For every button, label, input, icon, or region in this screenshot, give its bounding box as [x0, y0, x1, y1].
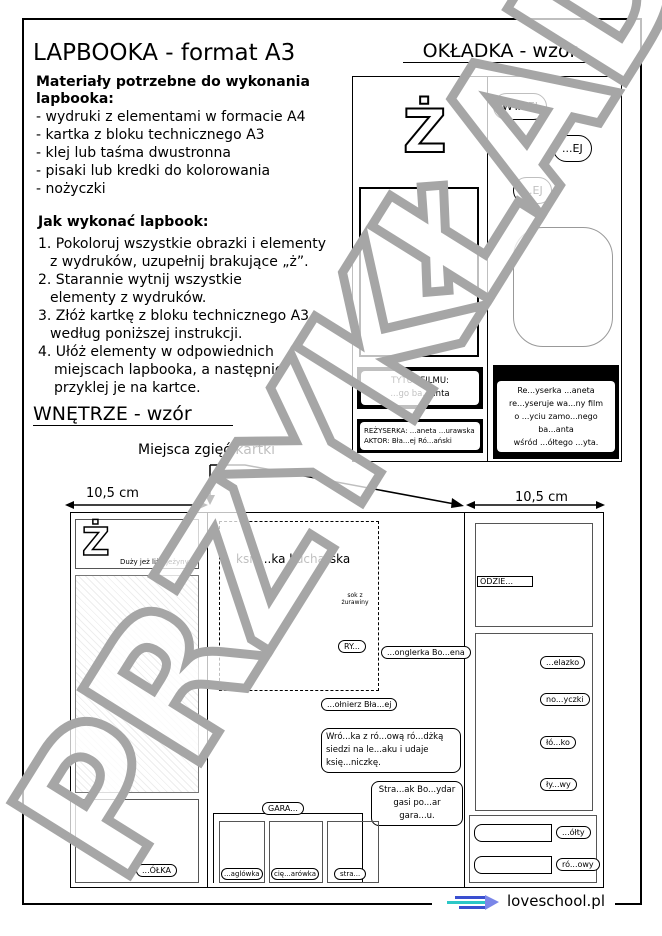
label-pill: łó...ko [540, 736, 576, 749]
step: z wydruków, uzupełnij brakujące „ż”. [50, 254, 309, 270]
label-pill: ...ÓŁKA [136, 864, 177, 877]
step: przyklej je na kartce. [54, 380, 201, 396]
label-pill: ...onglerka Bo...ena [381, 646, 471, 659]
household-items: ...elazko no...yczki łó...ko ły...wy [475, 633, 593, 811]
bottle-label: sok z żurawiny [341, 592, 369, 606]
credit: AKTOR: Bła...ej Ró...ański [364, 437, 452, 445]
loveschool-logo-icon [447, 895, 499, 910]
step: 1. Pokoloruj wszystkie obrazki i element… [38, 236, 327, 252]
material-item: - kartka z bloku technicznego A3 [36, 127, 265, 143]
garage: GARA... [213, 802, 363, 883]
materials-heading: Materiały potrzebne do wykonania lapbook… [36, 74, 310, 107]
step: według poniższej instrukcji. [50, 326, 243, 342]
crayons: ...ółty ró...owy [469, 815, 600, 883]
letter-z-dot: Ż [81, 519, 110, 565]
label-pill: cię...arówka [271, 868, 320, 880]
fold-arrows [65, 464, 605, 509]
speech-bubble: Stra...ak Bo...ydar gasi po...ar gara...… [371, 781, 463, 826]
cookbook-title: ksią...ka kucharska [236, 552, 351, 566]
film-title-box: TYTUŁ FILMU: ...go ba...anta [357, 367, 483, 409]
label-pill: ...elazko [540, 656, 586, 669]
cover-heading: OKŁADKA - wzór [403, 40, 597, 63]
material-item: - pisaki lub kredki do kolorowania [36, 163, 271, 179]
vehicle-card: ...aglówka [219, 821, 265, 883]
picture-grid [75, 575, 199, 793]
howto-heading: Jak wykonać lapbook: [38, 214, 209, 230]
brand-name: loveschool.pl [507, 892, 608, 910]
fold-label: Miejsca zgięć kartki [138, 442, 276, 458]
label-pill: ...ołnierz Bła...ej [321, 698, 398, 711]
step: 4. Ułóż elementy w odpowiednich [38, 344, 274, 360]
film-line: o ...yciu zamo...nego ba...anta [514, 412, 598, 434]
vehicle-card: cię...arówka [269, 821, 323, 883]
wardrobe-label: ODZIE... [477, 576, 533, 587]
label-pill: ...ółty [556, 826, 591, 839]
width-right: 10,5 cm [515, 490, 568, 505]
label-pill: ró...owy [556, 858, 600, 871]
label-pill: no...yczki [540, 693, 590, 706]
bag-label: RY... [338, 640, 366, 653]
label-pill: stra... [334, 868, 367, 880]
pheasant-illustration [359, 187, 479, 357]
howto-section: Jak wykonać lapbook: 1. Pokoloruj wszyst… [38, 214, 358, 397]
label: TYTUŁ FILMU: [391, 376, 449, 386]
label-pill: ...aglówka [221, 868, 263, 880]
step: elementy z wydruków. [50, 290, 207, 306]
film-strip: Re...yserka ...aneta re...yseruje wa...n… [493, 365, 619, 459]
step: miejscach lapbooka, a następnie [54, 362, 284, 378]
speech-bubble: WY...EJ [493, 93, 548, 120]
value: ...go ba...anta [390, 389, 450, 399]
speech-bubble: ...EJ [513, 177, 552, 204]
interior-layout: Ż Duży jeż liże jeżyny ...ÓŁKA ksią...ka… [70, 512, 604, 888]
credit: REŻYSERKA: ...aneta ...urawska [364, 427, 475, 435]
step: 3. Złóż kartkę z bloku technicznego A3 [38, 308, 310, 324]
material-item: - klej lub taśma dwustronna [36, 145, 231, 161]
garage-label: GARA... [262, 802, 304, 815]
materials-section: Materiały potrzebne do wykonania lapbook… [36, 74, 316, 198]
wardrobe: ODZIE... [475, 523, 593, 627]
label-pill: ły...wy [540, 778, 577, 791]
vehicle-card: stra... [327, 821, 379, 883]
step: 2. Starannie wytnij wszystkie [38, 272, 242, 288]
speech-bubble: Wró...ka z ró...ową ró...dżką siedzi na … [321, 728, 461, 773]
film-line: wśród ...ółtego ...yta. [513, 438, 599, 447]
width-left: 10,5 cm [86, 486, 139, 501]
speech-bubble: ...EJ [553, 135, 592, 162]
page-title: LAPBOOKA - format A3 [33, 40, 296, 66]
interior-heading: WNĘTRZE - wzór [33, 403, 233, 426]
frame-line [22, 903, 432, 905]
bird-card: ...ÓŁKA [75, 799, 199, 883]
cover-preview: Ż WY...EJ ...EJ ...EJ TYTUŁ FILMU: ...go … [352, 76, 622, 462]
caption: Duży jeż liże jeżyny [120, 558, 189, 566]
film-line: Re...yserka ...aneta [517, 386, 595, 395]
film-line: re...yseruje wa...ny film [508, 399, 603, 408]
frame-line [615, 903, 642, 905]
director-bird-illustration [513, 227, 613, 347]
cookbook-card: ksią...ka kucharska sok z żurawiny RY... [219, 521, 379, 691]
material-item: - wydruki z elementami w formacie A4 [36, 109, 306, 125]
material-item: - nożyczki [36, 181, 106, 197]
page-frame [22, 18, 642, 903]
hedgehog-card: Ż Duży jeż liże jeżyny [75, 519, 199, 569]
letter-z-dot: Ż [402, 96, 447, 168]
